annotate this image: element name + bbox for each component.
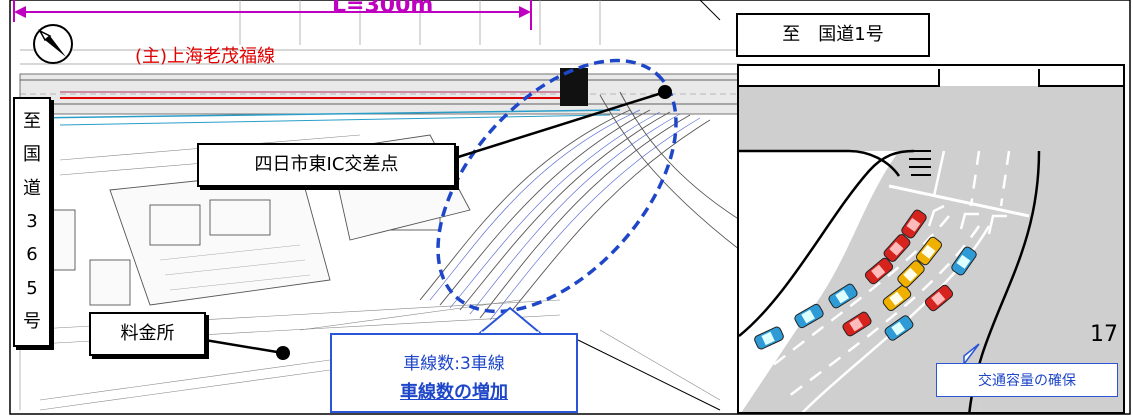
west-destination-label: 至国道 3 6 5 号 — [13, 97, 51, 347]
lane-callout: 車線数:3車線 車線数の増加 — [330, 333, 578, 413]
intersection-label: 四日市東IC交差点 — [197, 143, 456, 187]
west-destination-char: 3 — [26, 210, 38, 232]
road-name-label: (主)上海老茂福線 — [135, 46, 276, 67]
improvement-area-ellipse — [436, 58, 678, 314]
page-number: 17 — [1090, 322, 1118, 347]
tollgate-label: 料金所 — [89, 312, 206, 356]
lanes-text: 車線数:3車線 — [403, 354, 505, 374]
north-destination-label: 至 国道1号 — [736, 13, 930, 57]
west-destination-char: 国 — [23, 144, 41, 166]
west-destination-char: 道 — [23, 177, 41, 199]
lane-increase-text: 車線数の増加 — [400, 382, 508, 403]
length-label: L=300m — [332, 0, 434, 18]
compass-north-icon — [33, 24, 73, 64]
west-destination-char: 号 — [23, 311, 41, 333]
capacity-label: 交通容量の確保 — [936, 363, 1118, 397]
inset-diagram — [737, 64, 1125, 414]
inset-intersection-drawing — [739, 69, 1123, 412]
west-destination-char: 5 — [26, 277, 38, 299]
west-destination-char: 至 — [23, 110, 41, 132]
west-destination-char: 6 — [26, 244, 38, 266]
